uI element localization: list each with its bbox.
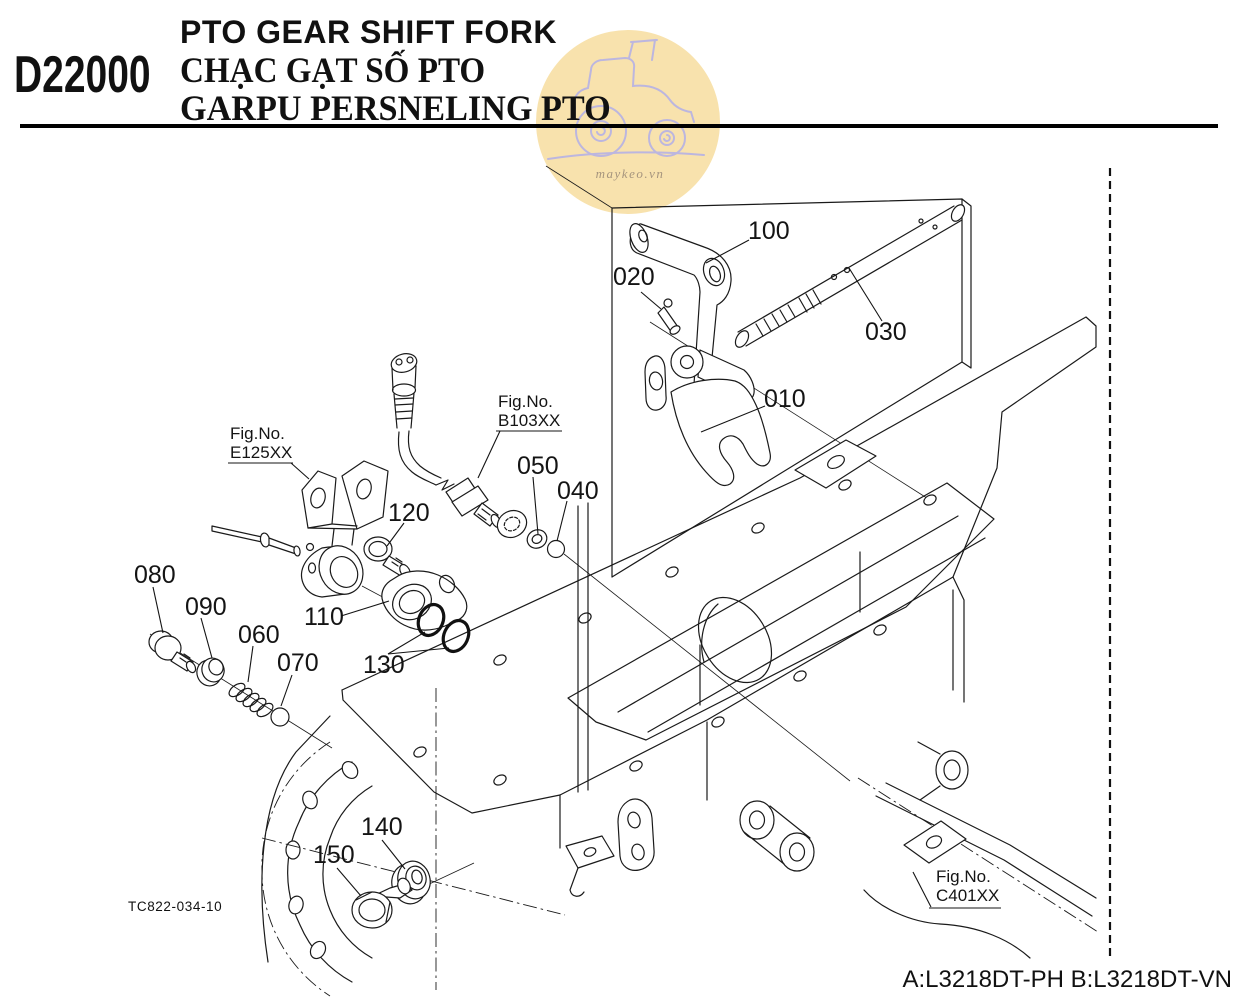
part-label-030: 030	[865, 318, 907, 346]
figref-label-B103XX: Fig.No.	[498, 392, 553, 411]
leader-line-120	[387, 523, 404, 546]
bushing-050	[524, 526, 550, 551]
leader-line-100	[706, 240, 749, 263]
leader-line-090	[201, 618, 212, 658]
figref-code-C401XX: C401XX	[936, 886, 999, 905]
figref-label-E125XX: Fig.No.	[230, 424, 285, 443]
watermark-circle	[536, 30, 720, 214]
leader-line-150	[337, 868, 361, 896]
seal-washer-140	[387, 858, 434, 908]
joint-pin-020	[658, 299, 682, 336]
bolt-120	[364, 537, 412, 579]
ball-040	[548, 541, 565, 558]
part-label-080: 080	[134, 561, 176, 589]
part-label-120: 120	[388, 499, 430, 527]
figref-code-B103XX: B103XX	[498, 411, 560, 430]
detent-bolt-080	[149, 631, 197, 674]
leader-line-060	[248, 646, 253, 682]
part-label-140: 140	[361, 813, 403, 841]
part-label-110: 110	[304, 603, 344, 631]
header-rule	[20, 124, 1218, 128]
leader-line-030	[849, 268, 882, 321]
leader-line-080	[153, 587, 163, 633]
part-label-060: 060	[238, 621, 280, 649]
figref-label-C401XX: Fig.No.	[936, 867, 991, 886]
leader-line-110	[341, 601, 389, 616]
part-label-040: 040	[557, 477, 599, 505]
title-indonesian: GARPU PERSNELING PTO	[180, 88, 611, 128]
title-vietnamese: CHẠC GẠT SỐ PTO	[180, 50, 486, 90]
part-label-050: 050	[517, 452, 559, 480]
washer-090	[193, 655, 227, 689]
assembly-axis-lines	[150, 166, 930, 886]
ball-070	[271, 708, 289, 726]
boss-cylinders	[740, 801, 814, 871]
o-rings-130	[414, 601, 474, 656]
figref-leader-E125XX	[291, 463, 309, 479]
rear-panel	[612, 199, 971, 577]
transmission-housing	[262, 317, 1098, 996]
leader-line-010	[701, 406, 765, 432]
pto-switch-sensor	[389, 351, 531, 543]
spring-060	[227, 681, 275, 720]
leader-line-020	[641, 292, 661, 309]
title-english: PTO GEAR SHIFT FORK	[180, 14, 557, 50]
leader-line-130	[388, 648, 449, 654]
leader-line-140	[382, 840, 405, 869]
part-label-130: 130	[363, 651, 405, 679]
leader-line-130	[388, 632, 425, 654]
tractor-watermark-icon	[548, 40, 704, 159]
shift-arm-bracket	[212, 461, 388, 602]
drawing-code: TC822-034-10	[128, 899, 223, 914]
figref-code-E125XX: E125XX	[230, 443, 292, 462]
part-label-090: 090	[185, 593, 227, 621]
spline-hatch	[756, 305, 795, 336]
part-label-100: 100	[748, 217, 790, 245]
leader-line-050	[533, 477, 538, 534]
part-label-070: 070	[277, 649, 319, 677]
leader-line-040	[557, 501, 567, 541]
shift-rod-030	[733, 202, 968, 349]
part-label-150: 150	[313, 841, 355, 869]
model-codes: A:L3218DT-PH B:L3218DT-VN	[902, 966, 1233, 993]
section-code: D22000	[14, 46, 151, 104]
shift-fork-010	[645, 346, 770, 486]
figref-leader-B103XX	[478, 431, 500, 478]
leader-line-070	[281, 675, 292, 706]
drain-plug-150	[352, 876, 412, 928]
part-label-010: 010	[764, 385, 806, 413]
part-label-020: 020	[613, 263, 655, 291]
watermark-text: maykeo.vn	[595, 166, 665, 181]
figref-leader-C401XX	[913, 872, 931, 907]
